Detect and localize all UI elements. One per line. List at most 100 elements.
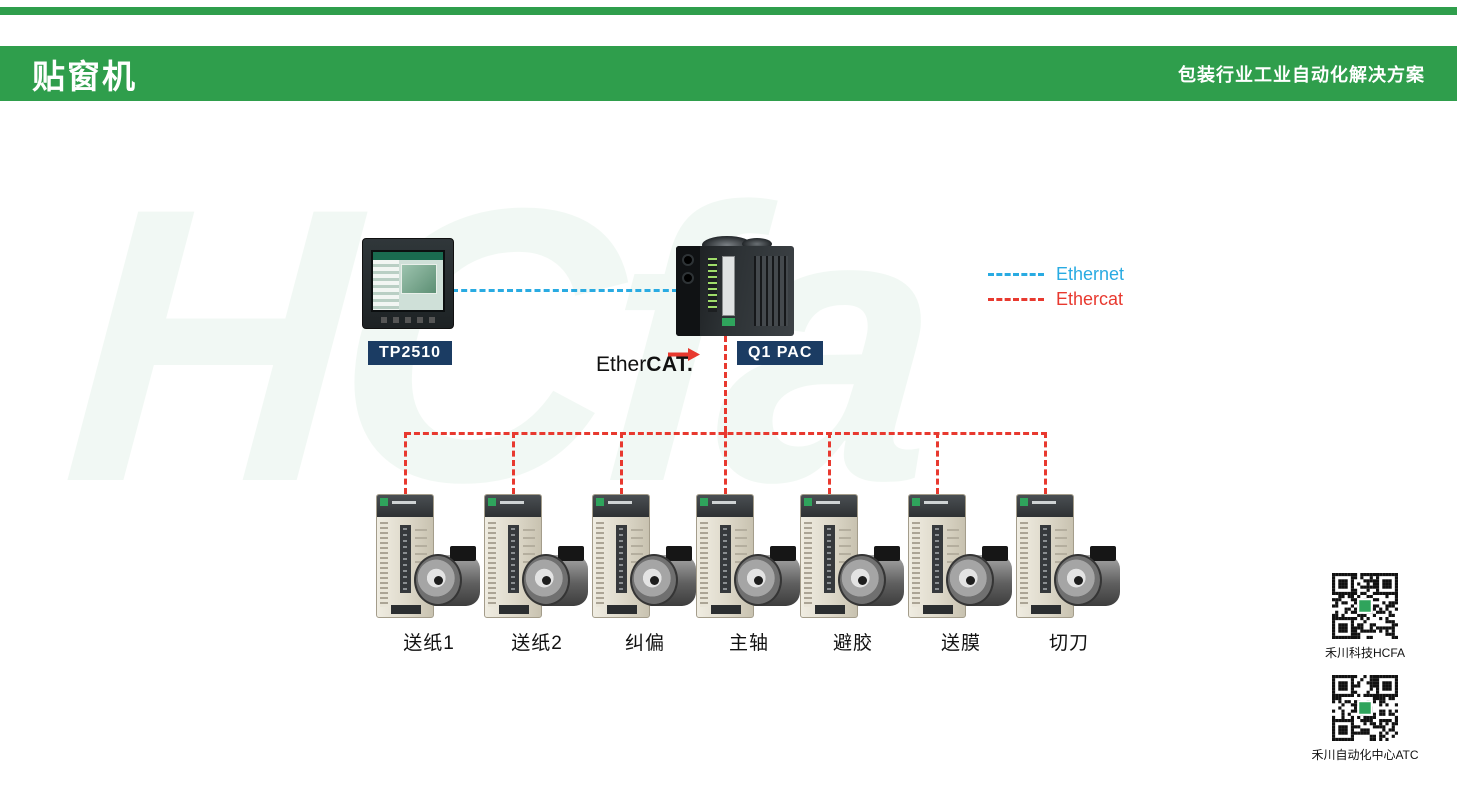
servo-drive-top — [801, 495, 857, 517]
servo-drive — [800, 494, 858, 618]
qr-code-hcfa — [1331, 572, 1399, 640]
ethernet-connection-line — [452, 289, 678, 292]
hmi-screen-menu — [373, 260, 399, 310]
drive-terminal — [607, 605, 637, 614]
ethercat-trunk-line — [724, 336, 727, 432]
servo-motor — [414, 546, 480, 614]
drive-connector — [824, 525, 835, 593]
motor-face — [838, 554, 886, 606]
servo-motor — [838, 546, 904, 614]
motor-junction-box — [770, 546, 796, 561]
controller-body — [676, 246, 794, 336]
hmi-device — [362, 238, 454, 329]
brand-chip — [804, 498, 812, 506]
brand-chip — [700, 498, 708, 506]
drive-connector — [616, 525, 627, 593]
qr-code-image — [1332, 573, 1398, 639]
servo-drive-top — [593, 495, 649, 517]
controller-device — [676, 236, 794, 336]
drive-top-text — [608, 501, 632, 504]
drive-connector — [720, 525, 731, 593]
drive-top-text — [816, 501, 840, 504]
drive-top-text — [500, 501, 524, 504]
hmi-screen-header — [373, 252, 443, 260]
drive-vents — [804, 522, 812, 607]
drive-connector — [1040, 525, 1051, 593]
drive-connector — [508, 525, 519, 593]
drive-terminal — [923, 605, 953, 614]
ethercat-logo-text-bold: CAT. — [646, 353, 694, 376]
servo-label: 主轴 — [728, 633, 769, 654]
qr-caption-atc: 禾川自动化中心ATC — [1311, 748, 1419, 762]
drive-top-text — [392, 501, 416, 504]
legend-row-ethercat: Ethercat — [988, 287, 1124, 312]
ethercat-drop-line-5 — [828, 432, 831, 494]
drive-vents — [912, 522, 920, 607]
drive-connector — [400, 525, 411, 593]
legend: Ethernet Ethercat — [988, 262, 1124, 312]
brand-chip — [596, 498, 604, 506]
drive-terminal — [391, 605, 421, 614]
motor-junction-box — [450, 546, 476, 561]
controller-connector-2 — [682, 272, 694, 284]
motor-junction-box — [558, 546, 584, 561]
ethercat-logo: EtherCAT. — [596, 348, 700, 377]
servo-motor — [946, 546, 1012, 614]
hmi-screen-image — [401, 264, 437, 294]
servo-motor — [734, 546, 800, 614]
servo-unit-7: 切刀 — [1016, 494, 1128, 666]
motor-junction-box — [666, 546, 692, 561]
motor-face — [946, 554, 994, 606]
hmi-screen — [371, 250, 445, 312]
servo-motor — [1054, 546, 1120, 614]
drive-terminal — [1031, 605, 1061, 614]
drive-vents — [700, 522, 708, 607]
qr-block-hcfa: 禾川科技HCFA — [1300, 572, 1430, 661]
drive-terminal — [499, 605, 529, 614]
brand-chip — [912, 498, 920, 506]
drive-terminal — [815, 605, 845, 614]
ethercat-line-sample — [988, 298, 1044, 301]
drive-vents — [1020, 522, 1028, 607]
legend-label-ethernet: Ethernet — [1056, 264, 1125, 284]
drive-vents — [380, 522, 388, 607]
motor-junction-box — [1090, 546, 1116, 561]
drive-terminal — [711, 605, 741, 614]
servo-drive-top — [697, 495, 753, 517]
ethercat-drop-line-2 — [512, 432, 515, 494]
ethercat-drop-line-1 — [404, 432, 407, 494]
servo-drive-top — [1017, 495, 1073, 517]
qr-code-image — [1332, 675, 1398, 741]
servo-label: 送纸2 — [511, 633, 563, 654]
servo-unit-3: 纠偏 — [592, 494, 704, 666]
ethercat-drop-line-4 — [724, 432, 727, 494]
ethernet-line-sample — [988, 273, 1044, 276]
motor-face — [414, 554, 462, 606]
header-band: 贴窗机 包装行业工业自动化解决方案 — [0, 46, 1457, 101]
drive-top-text — [1032, 501, 1056, 504]
servo-label: 切刀 — [1048, 633, 1089, 654]
controller-connector-1 — [682, 254, 694, 266]
motor-face — [522, 554, 570, 606]
page-subtitle: 包装行业工业自动化解决方案 — [1178, 64, 1425, 85]
controller-label-strip — [722, 256, 735, 316]
qr-caption-hcfa: 禾川科技HCFA — [1324, 646, 1405, 660]
ethercat-drop-line-7 — [1044, 432, 1047, 494]
motor-face — [630, 554, 678, 606]
drive-vents — [596, 522, 604, 607]
controller-led-column — [708, 258, 717, 312]
controller-green-badge — [722, 318, 735, 326]
qr-block-atc: 禾川自动化中心ATC — [1300, 674, 1430, 763]
servo-label: 纠偏 — [624, 633, 665, 654]
servo-unit-5: 避胶 — [800, 494, 912, 666]
legend-label-ethercat: Ethercat — [1056, 289, 1124, 309]
top-accent-strip — [0, 7, 1457, 15]
motor-face — [1054, 554, 1102, 606]
servo-drive — [1016, 494, 1074, 618]
brand-chip — [488, 498, 496, 506]
servo-unit-2: 送纸2 — [484, 494, 596, 666]
brand-chip — [1020, 498, 1028, 506]
servo-motor — [630, 546, 696, 614]
motor-face — [734, 554, 782, 606]
